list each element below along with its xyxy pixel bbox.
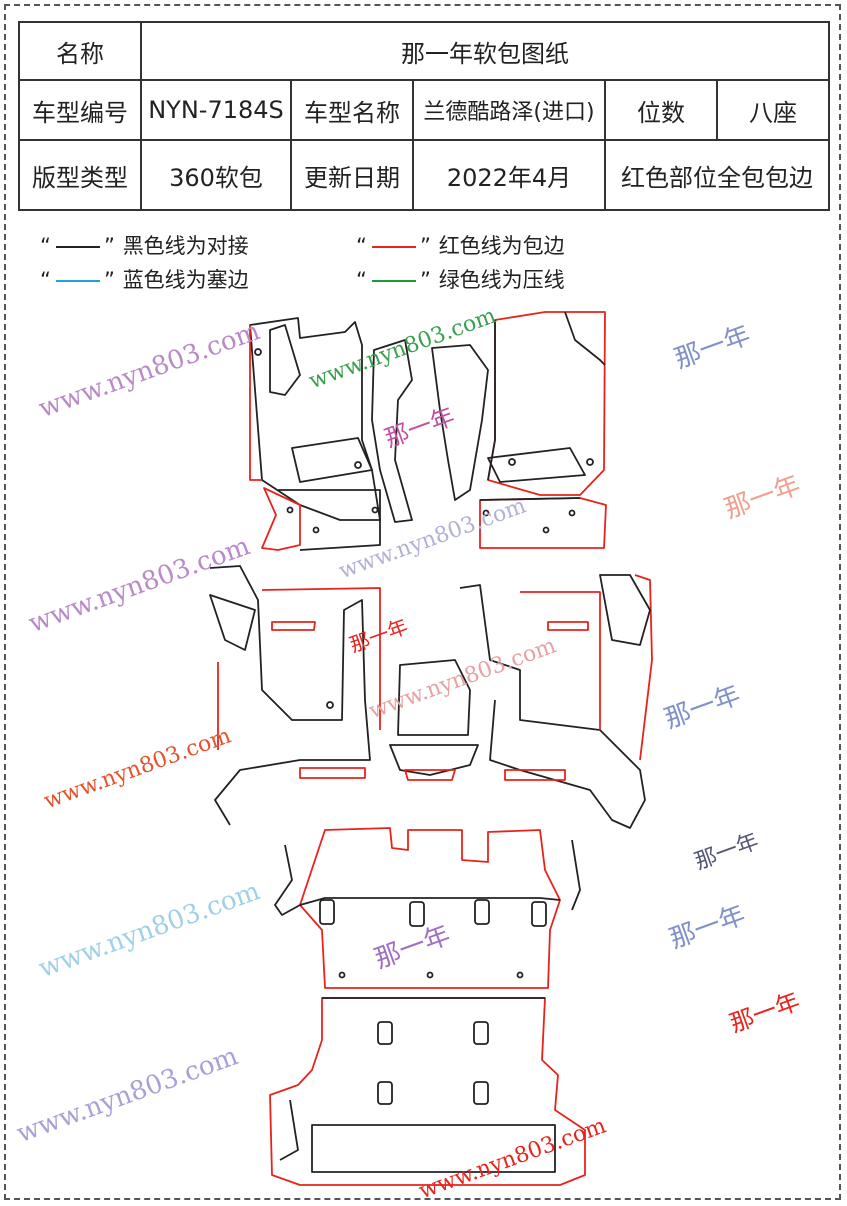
legend-red: “” 红色线为包边 bbox=[356, 234, 565, 258]
black-line-swatch bbox=[56, 246, 100, 248]
front-left-mat bbox=[249, 317, 381, 551]
seats-label: 位数 bbox=[604, 79, 718, 141]
type-value: 360软包 bbox=[140, 139, 292, 211]
name-label: 名称 bbox=[18, 21, 142, 81]
red-area-note: 红色部位全包包边 bbox=[604, 139, 830, 211]
trunk-mat bbox=[269, 997, 586, 1186]
update-date-value: 2022年4月 bbox=[412, 139, 606, 211]
drawing-title: 那一年软包图纸 bbox=[140, 21, 830, 81]
legend-green: “” 绿色线为压线 bbox=[356, 268, 565, 292]
second-row-center-mat bbox=[389, 659, 479, 781]
update-date-label: 更新日期 bbox=[290, 139, 414, 211]
model-code-value: NYN-7184S bbox=[140, 79, 292, 141]
legend-red-label: 红色线为包边 bbox=[438, 234, 565, 258]
second-row-right-mat bbox=[459, 574, 653, 829]
front-right-mat bbox=[479, 311, 607, 549]
page-border bbox=[4, 4, 841, 1200]
center-console-strip bbox=[371, 339, 489, 523]
blue-line-swatch bbox=[56, 280, 100, 282]
spec-table: 名称 那一年软包图纸 车型编号 NYN-7184S 车型名称 兰德酷路泽(进口)… bbox=[18, 21, 830, 211]
model-name-label: 车型名称 bbox=[290, 79, 414, 141]
red-line-swatch bbox=[372, 246, 416, 248]
legend-black-label: 黑色线为对接 bbox=[122, 234, 249, 258]
third-row-mat bbox=[274, 827, 581, 989]
legend-blue: “” 蓝色线为塞边 bbox=[40, 268, 249, 292]
type-label: 版型类型 bbox=[18, 139, 142, 211]
legend-green-label: 绿色线为压线 bbox=[438, 268, 565, 292]
second-row-left-mat bbox=[209, 565, 381, 826]
seats-value: 八座 bbox=[716, 79, 830, 141]
model-name-value: 兰德酷路泽(进口) bbox=[412, 79, 606, 141]
green-line-swatch bbox=[372, 280, 416, 282]
legend-blue-label: 蓝色线为塞边 bbox=[122, 268, 249, 292]
model-code-label: 车型编号 bbox=[18, 79, 142, 141]
legend-black: “” 黑色线为对接 bbox=[40, 234, 249, 258]
